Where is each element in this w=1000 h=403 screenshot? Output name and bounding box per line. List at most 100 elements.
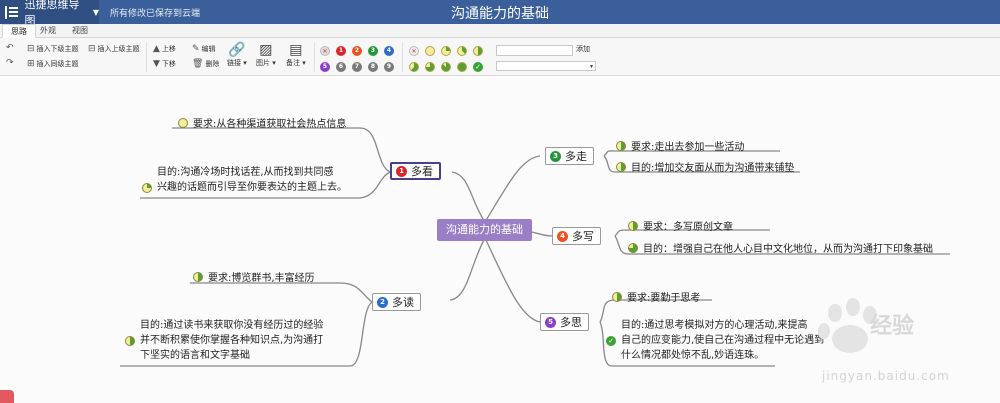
progress-0-icon bbox=[178, 117, 188, 128]
topic-label: 多看 bbox=[411, 165, 433, 178]
trash-icon: 🗑 bbox=[192, 59, 204, 69]
priority-7-icon[interactable]: 7 bbox=[352, 62, 362, 72]
chevron-down-icon: ▾ bbox=[241, 59, 247, 67]
priority-6-icon[interactable]: 6 bbox=[336, 62, 346, 72]
priority-2-icon[interactable]: 2 bbox=[352, 46, 362, 56]
tab-ideas[interactable]: 思路 bbox=[2, 24, 36, 38]
subtopic-duoxie-requirement[interactable]: 要求：多写原创文章 bbox=[628, 218, 733, 233]
topic-duosi[interactable]: 5 多思 bbox=[540, 313, 589, 331]
topic-duokan[interactable]: 1 多看 bbox=[390, 162, 441, 180]
chevron-down-icon: ▾ bbox=[589, 63, 593, 70]
feedback-button[interactable] bbox=[0, 390, 14, 403]
arrow-up-icon: ▲ bbox=[153, 44, 160, 54]
priority-3-icon[interactable]: 3 bbox=[368, 46, 378, 56]
insert-sibling-button[interactable]: ⊞插入同级主题 bbox=[27, 59, 79, 69]
watermark-brand: 经验 bbox=[870, 314, 915, 339]
app-name: 迅捷思维导图 bbox=[24, 0, 80, 27]
arrow-down-icon: ▼ bbox=[153, 59, 160, 69]
subtopic-duodu-purpose[interactable]: 目的:通过读书来获取你没有经历过的经验 并不断积累使你掌握各种知识点,为沟通打 … bbox=[125, 318, 323, 363]
priority-1-icon: 1 bbox=[396, 165, 407, 177]
toolbar-divider bbox=[402, 42, 403, 72]
subtopic-duosi-purpose[interactable]: ✓ 目的:通过思考模拟对方的心理活动,来提高 自己的应变能力,使自己在沟通过程中… bbox=[606, 318, 824, 363]
tab-appearance[interactable]: 外观 bbox=[40, 26, 56, 35]
watermark-url: jingyan.baidu.com bbox=[822, 369, 950, 383]
undo-button[interactable]: ↶ bbox=[6, 43, 16, 53]
image-icon: ▨ bbox=[259, 42, 273, 58]
progress-87-icon[interactable] bbox=[441, 62, 451, 72]
insert-child-button[interactable]: ⊟插入下级主题 bbox=[27, 44, 79, 54]
tag-input[interactable] bbox=[496, 45, 573, 56]
save-status: 所有修改已保存到云端 bbox=[110, 9, 201, 19]
insert-sibling-icon: ⊞ bbox=[27, 59, 35, 69]
link-button[interactable]: 🔗链接 ▾ bbox=[227, 42, 247, 67]
tab-view[interactable]: 视图 bbox=[72, 26, 88, 35]
checkmark-icon[interactable]: ✓ bbox=[473, 62, 483, 72]
topic-label: 多读 bbox=[392, 296, 414, 309]
subtopic-duozou-requirement[interactable]: 要求:走出去参加一些活动 bbox=[616, 138, 744, 153]
priority-2-icon: 2 bbox=[377, 296, 388, 308]
progress-50-icon bbox=[612, 291, 622, 302]
topic-duoxie[interactable]: 4 多写 bbox=[552, 227, 601, 245]
priority-4-icon[interactable]: 4 bbox=[384, 46, 394, 56]
toolbar-divider bbox=[146, 42, 147, 72]
progress-37-icon[interactable] bbox=[457, 46, 467, 56]
note-icon: ▤ bbox=[289, 42, 303, 58]
app-menu-button[interactable]: 迅捷思维导图 ▼ bbox=[0, 0, 99, 27]
priority-5-icon[interactable]: 5 bbox=[320, 62, 330, 72]
progress-50-icon bbox=[628, 220, 638, 231]
undo-icon: ↶ bbox=[6, 43, 14, 53]
remove-progress-icon[interactable]: ✕ bbox=[409, 46, 419, 56]
progress-50-icon bbox=[616, 161, 626, 172]
toolbar-divider bbox=[314, 42, 315, 72]
link-icon: 🔗 bbox=[228, 42, 246, 58]
progress-50-icon bbox=[616, 140, 626, 151]
progress-50-icon[interactable] bbox=[473, 46, 483, 56]
insert-parent-button[interactable]: ⊟插入上级主题 bbox=[88, 44, 140, 54]
priority-3-icon: 3 bbox=[550, 150, 561, 162]
redo-icon: ↷ bbox=[6, 58, 14, 68]
remove-priority-icon[interactable]: ✕ bbox=[320, 46, 330, 56]
topic-duozou[interactable]: 3 多走 bbox=[545, 147, 594, 165]
delete-button[interactable]: 🗑删除 bbox=[192, 59, 220, 69]
progress-50-icon bbox=[125, 335, 135, 346]
progress-100-icon[interactable] bbox=[457, 62, 467, 72]
topic-duodu[interactable]: 2 多读 bbox=[372, 293, 421, 311]
chevron-down-icon: ▼ bbox=[92, 7, 99, 17]
chevron-down-icon: ▾ bbox=[270, 59, 276, 67]
checkmark-icon: ✓ bbox=[606, 335, 616, 346]
progress-75-icon[interactable] bbox=[425, 62, 435, 72]
priority-9-icon[interactable]: 9 bbox=[384, 62, 394, 72]
image-button[interactable]: ▨图片 ▾ bbox=[256, 42, 276, 67]
subtopic-duoxie-purpose[interactable]: 目的：增强自己在他人心目中文化地位，从而为沟通打下印象基础 bbox=[628, 240, 933, 255]
tag-select[interactable]: ▾ bbox=[496, 61, 596, 71]
move-down-button[interactable]: ▼下移 bbox=[153, 59, 176, 69]
topic-label: 多写 bbox=[572, 230, 594, 243]
insert-parent-icon: ⊟ bbox=[88, 44, 96, 54]
priority-5-icon: 5 bbox=[545, 316, 556, 328]
ribbon-tabs: 思路 外观 视图 bbox=[0, 24, 1000, 38]
mindmap-logo-icon bbox=[5, 5, 19, 19]
progress-62-icon[interactable] bbox=[409, 62, 419, 72]
subtopic-duozou-purpose[interactable]: 目的:增加交友面从而为沟通带来铺垫 bbox=[616, 159, 794, 174]
central-topic[interactable]: 沟通能力的基础 bbox=[437, 219, 532, 241]
progress-25-icon bbox=[142, 183, 152, 193]
subtopic-duosi-requirement[interactable]: 要求:要勤于思考 bbox=[612, 289, 700, 304]
note-button[interactable]: ▤备注 ▾ bbox=[286, 42, 306, 67]
priority-8-icon[interactable]: 8 bbox=[368, 62, 378, 72]
progress-0-icon[interactable] bbox=[425, 46, 435, 56]
edit-icon: ✎ bbox=[192, 44, 200, 54]
priority-1-icon[interactable]: 1 bbox=[336, 46, 346, 56]
subtopic-duodu-requirement[interactable]: 要求:博览群书,丰富经历 bbox=[193, 269, 315, 284]
redo-button[interactable]: ↷ bbox=[6, 58, 16, 68]
subtopic-duokan-purpose[interactable]: 目的:沟通冷场时找话茬,从而找到共同感 兴趣的话题而引导至你要表达的主题上去。 bbox=[142, 165, 347, 195]
topic-label: 多思 bbox=[560, 316, 582, 329]
chevron-down-icon: ▾ bbox=[300, 59, 306, 67]
add-tag-button[interactable]: 添加 bbox=[576, 45, 590, 53]
progress-25-icon[interactable] bbox=[441, 46, 451, 56]
subtopic-duokan-requirement[interactable]: 要求:从各种渠道获取社会热点信息 bbox=[178, 115, 346, 130]
move-up-button[interactable]: ▲上移 bbox=[153, 44, 176, 54]
edit-button[interactable]: ✎编辑 bbox=[192, 44, 216, 54]
insert-child-icon: ⊟ bbox=[27, 44, 35, 54]
progress-75-icon bbox=[628, 242, 638, 253]
